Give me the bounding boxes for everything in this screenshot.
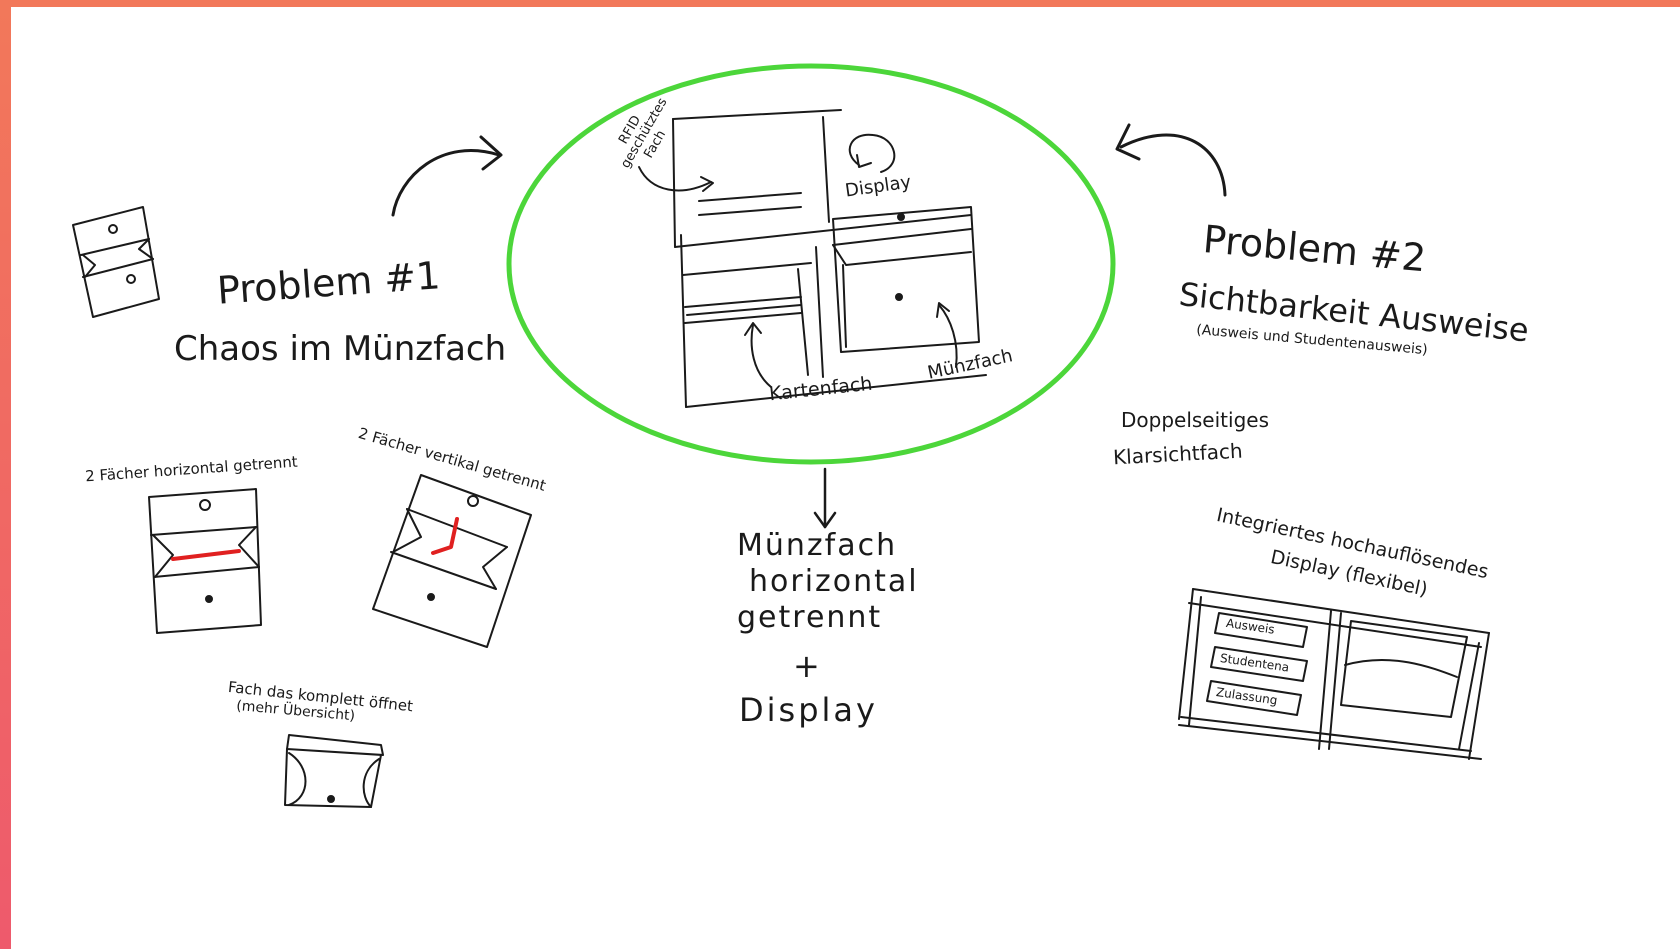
pouch-horizontal-sketch [148, 488, 262, 634]
problem1-subtitle: Chaos im Münzfach [174, 329, 507, 369]
arrow-problem2-to-center [1119, 133, 1227, 197]
sketch-canvas [72, 63, 1490, 808]
result-line-1: Münzfach [737, 528, 898, 563]
problem1-wallet-sketch [72, 206, 160, 318]
display-wallet-sketch [1178, 588, 1490, 760]
whiteboard: RFID geschütztes Fach Display Kartenfach… [11, 7, 1680, 949]
result-line-3: getrennt [737, 600, 883, 635]
pouch-vertical-sketch [372, 474, 532, 648]
result-line-2: horizontal [749, 564, 919, 599]
center-wallet-sketch [638, 109, 987, 408]
result-plus: + [793, 647, 820, 685]
idea-klarsichtfach-1: Doppelseitiges [1121, 408, 1269, 432]
result-line-4: Display [739, 691, 878, 729]
arrow-problem1-to-center [391, 149, 501, 217]
pouch-open-sketch [284, 734, 384, 808]
highlight-ellipse [506, 63, 1116, 465]
